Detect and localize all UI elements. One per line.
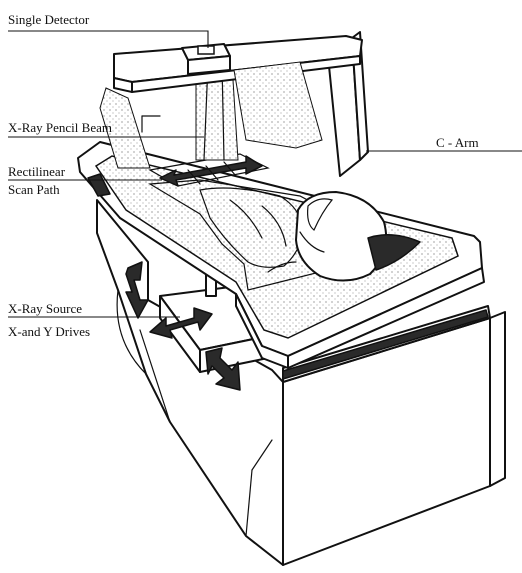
label-scan-path-line1: Rectilinear <box>8 164 66 179</box>
label-source-line2: X-and Y Drives <box>8 324 90 339</box>
label-single-detector: Single Detector <box>8 12 90 27</box>
label-pencil-beam: X-Ray Pencil Beam <box>8 120 112 135</box>
labels: Single Detector X-Ray Pencil Beam C - Ar… <box>8 12 479 339</box>
table-pad <box>94 155 459 339</box>
lower-drive-arrow <box>205 347 241 391</box>
base-cabinet <box>96 199 506 566</box>
label-scan-path-line2: Scan Path <box>8 182 60 197</box>
label-c-arm: C - Arm <box>436 135 479 150</box>
patient <box>148 179 421 291</box>
gantry-shadow <box>99 61 323 169</box>
y-drive-arrow <box>125 261 149 319</box>
leader-lines <box>8 30 522 318</box>
x-drive-arrow <box>149 307 213 339</box>
label-source-line1: X-Ray Source <box>8 301 82 316</box>
